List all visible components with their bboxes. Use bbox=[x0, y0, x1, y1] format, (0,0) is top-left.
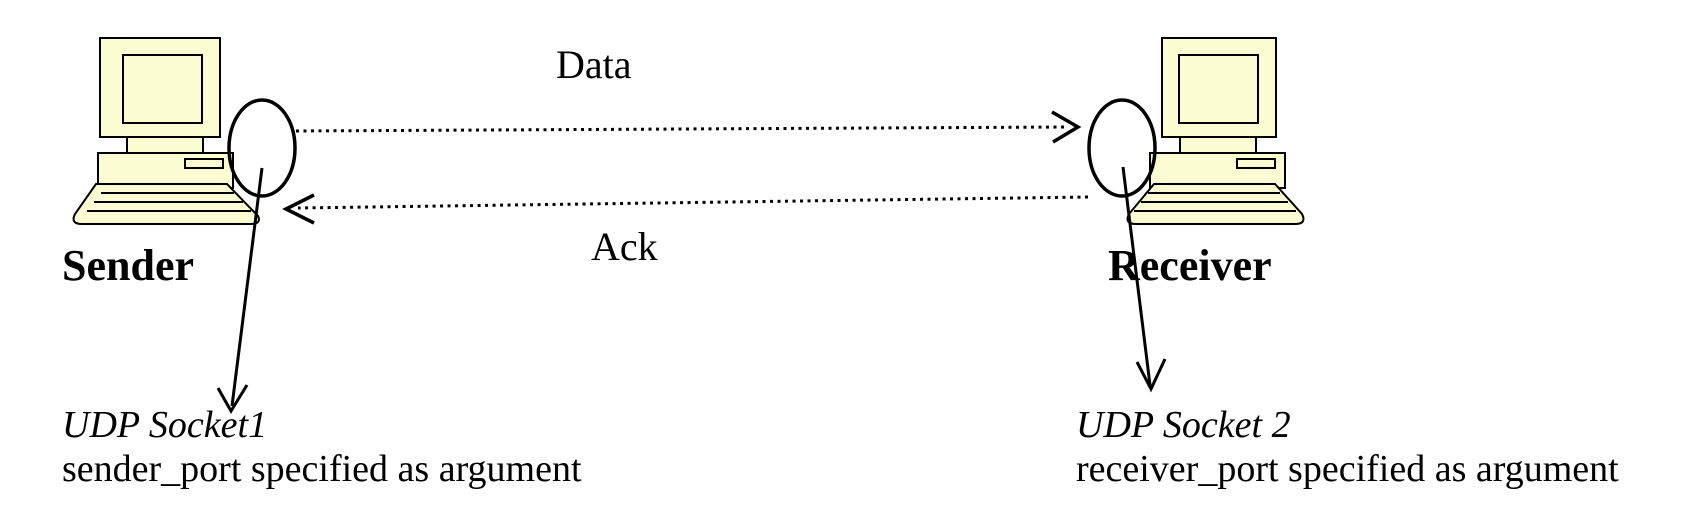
receiver-socket-ellipse bbox=[1087, 98, 1157, 198]
sender-screen bbox=[122, 54, 203, 124]
sender-monitor-stand bbox=[126, 136, 204, 155]
sender-pointer-line bbox=[230, 167, 264, 407]
data-arrow-line bbox=[295, 125, 1067, 133]
receiver-screen bbox=[1178, 54, 1259, 124]
receiver-monitor-stand bbox=[1179, 136, 1257, 155]
sender-socket-ellipse bbox=[227, 98, 297, 198]
sender-disk-slot bbox=[184, 158, 224, 169]
ack-flow-label: Ack bbox=[591, 224, 658, 269]
data-arrowhead bbox=[1051, 110, 1082, 144]
receiver-keyboard bbox=[1126, 183, 1305, 225]
sender-socket-note: sender_port specified as argument bbox=[62, 448, 582, 490]
receiver-socket-pointer-arrow bbox=[1121, 166, 1167, 393]
sender-label: Sender bbox=[62, 241, 194, 290]
receiver-socket-note: receiver_port specified as argument bbox=[1076, 448, 1619, 490]
receiver-computer-icon bbox=[1126, 37, 1305, 225]
receiver-disk-slot bbox=[1236, 158, 1276, 169]
receiver-socket-name: UDP Socket 2 bbox=[1076, 404, 1291, 446]
sender-computer-icon bbox=[72, 37, 260, 225]
sender-keyboard bbox=[72, 183, 260, 225]
receiver-label: Receiver bbox=[1108, 241, 1272, 290]
ack-arrowhead bbox=[282, 193, 315, 225]
data-flow-label: Data bbox=[556, 42, 632, 87]
receiver-pointer-arrowhead bbox=[1135, 358, 1167, 393]
ack-arrow-line bbox=[297, 195, 1089, 210]
sender-socket-pointer-arrow bbox=[216, 167, 264, 414]
sender-pointer-arrowhead bbox=[216, 384, 249, 414]
receiver-pointer-line bbox=[1121, 166, 1152, 386]
sender-keyboard-rows bbox=[87, 192, 251, 212]
data-arrow bbox=[295, 110, 1082, 144]
sender-socket-name: UDP Socket1 bbox=[62, 404, 268, 446]
ack-arrow bbox=[282, 193, 1089, 225]
receiver-keyboard-rows bbox=[1134, 192, 1296, 212]
